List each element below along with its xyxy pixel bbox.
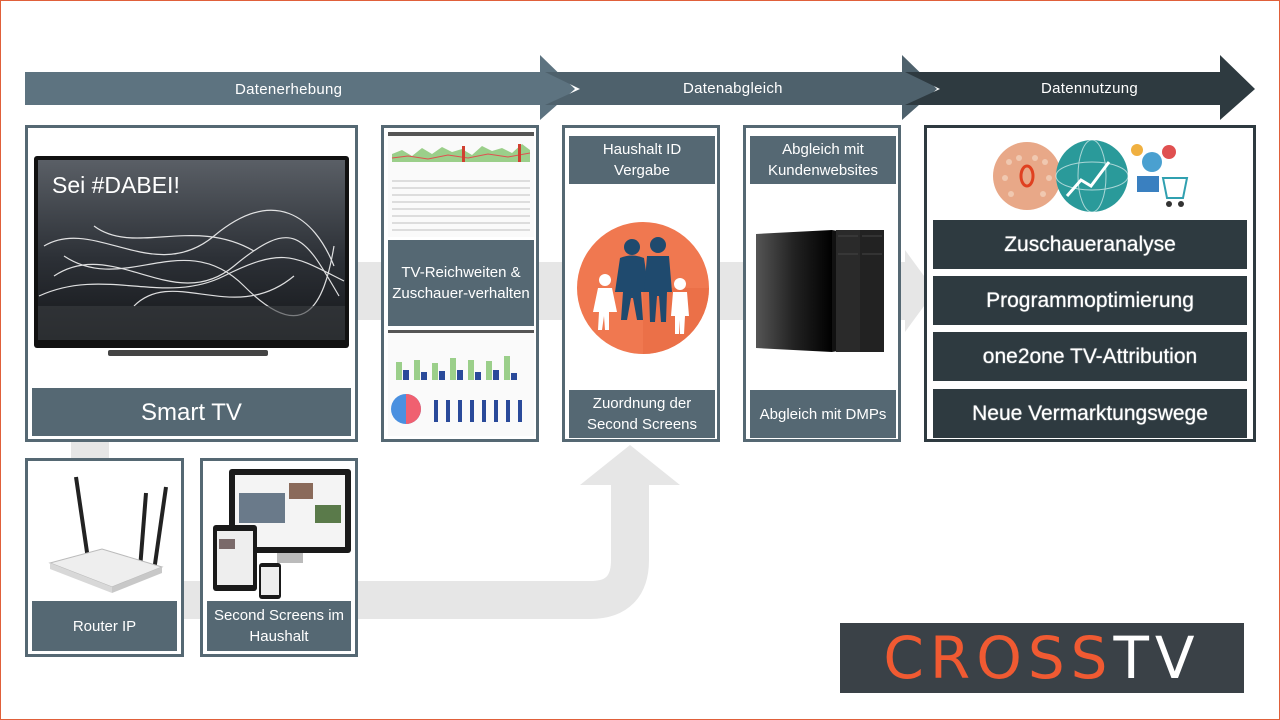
usage-item-zuschaueranalyse: Zuschaueranalyse bbox=[933, 220, 1247, 269]
smart-tv-label: Smart TV bbox=[32, 388, 351, 436]
second-screens-panel: Second Screens im Haushalt bbox=[200, 458, 358, 657]
tv-light-trails-image bbox=[38, 160, 345, 340]
stage-datenabgleich: Datenabgleich bbox=[683, 80, 783, 97]
stage-datennutzung: Datennutzung bbox=[1041, 80, 1139, 97]
usage-item-attribution: one2one TV-Attribution bbox=[933, 332, 1247, 381]
usage-item-programmoptimierung: Programmoptimierung bbox=[933, 276, 1247, 325]
server-icon bbox=[756, 230, 884, 352]
tv-reach-label: TV-Reichweiten & Zuschauer-verhalten bbox=[388, 240, 534, 326]
logo-tv-text: TV bbox=[1113, 624, 1201, 692]
analytics-screenshot-top bbox=[388, 132, 534, 237]
analytics-screenshot-bottom bbox=[388, 330, 534, 436]
router-icon bbox=[48, 476, 168, 593]
usage-item-vermarktungswege: Neue Vermarktungswege bbox=[933, 389, 1247, 438]
household-panel: Haushalt ID Vergabe Zuordnung der Second… bbox=[562, 125, 720, 442]
stage-arrow-band bbox=[25, 55, 1255, 120]
smart-tv-panel: Sei #DABEI! Smart TV bbox=[25, 125, 358, 442]
household-id-label: Haushalt ID Vergabe bbox=[569, 136, 715, 184]
router-panel: Router IP bbox=[25, 458, 184, 657]
analytics-illustration-icon bbox=[993, 139, 1189, 213]
tv-screen-text: Sei #DABEI! bbox=[52, 172, 180, 198]
second-screen-mapping-label: Zuordnung der Second Screens bbox=[569, 390, 715, 438]
matching-panel: Abgleich mit Kundenwebsites Abgleich mit… bbox=[743, 125, 901, 442]
usage-panel: Zuschaueranalyse Programmoptimierung one… bbox=[924, 125, 1256, 442]
router-ip-label: Router IP bbox=[32, 601, 177, 651]
family-icon bbox=[577, 222, 709, 354]
tv-stand bbox=[108, 350, 268, 356]
stage-datenerhebung: Datenerhebung bbox=[235, 81, 343, 98]
tv-screen: Sei #DABEI! bbox=[34, 156, 349, 348]
dmp-matching-label: Abgleich mit DMPs bbox=[750, 390, 896, 438]
logo-cross-text: CROSS bbox=[883, 624, 1114, 692]
tv-reach-panel: TV-Reichweiten & Zuschauer-verhalten bbox=[381, 125, 539, 442]
second-screens-label: Second Screens im Haushalt bbox=[207, 601, 351, 651]
devices-icon bbox=[213, 469, 351, 599]
website-matching-label: Abgleich mit Kundenwebsites bbox=[750, 136, 896, 184]
